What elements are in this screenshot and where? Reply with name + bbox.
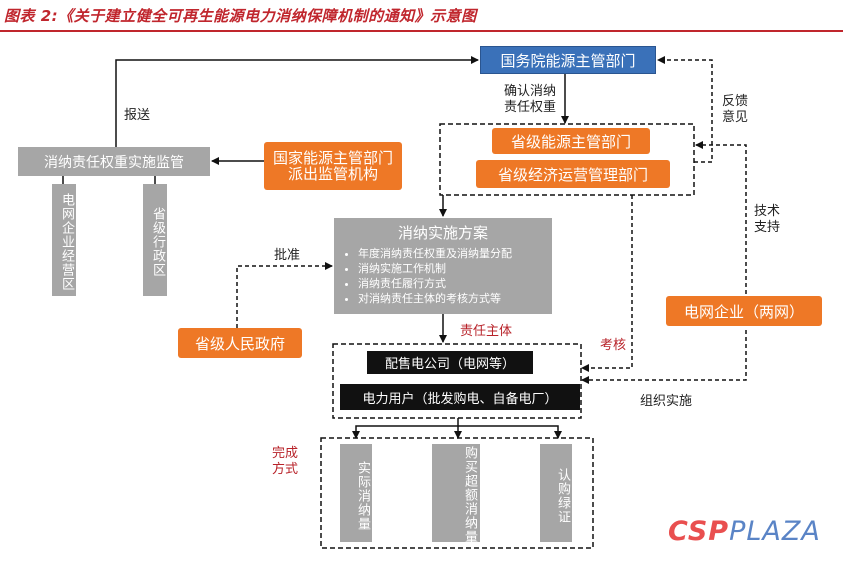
node-provincial-gov: 省级人民政府: [178, 328, 302, 358]
entities-group-border: [332, 343, 582, 419]
node-implementation-plan: 消纳实施方案 年度消纳责任权重及消纳量分配 消纳实施工作机制 消纳责任履行方式 …: [334, 218, 552, 314]
label-responsible: 责任主体: [460, 324, 513, 339]
node-grid-company: 电网企业（两网）: [666, 296, 822, 326]
node-provincial-economic: 省级经济运营管理部门: [476, 160, 670, 188]
label-feedback: 反馈意见: [721, 94, 748, 125]
node-power-users: 电力用户（批发购电、自备电厂）: [340, 384, 580, 410]
node-national-dispatch: 国家能源主管部门派出监管机构: [264, 142, 402, 190]
method-excess: 购买超额消纳量: [432, 444, 480, 544]
label-approve: 批准: [274, 248, 301, 263]
provincial-group-border: [439, 123, 695, 196]
label-tech-support: 技术支持: [753, 204, 780, 235]
logo-part2: PLAZA: [729, 516, 821, 547]
arrow-feedback: [657, 56, 713, 163]
csp-plaza-logo: CSPPLAZA: [668, 516, 821, 547]
plan-item: 消纳责任履行方式: [358, 276, 546, 291]
node-state-council: 国务院能源主管部门: [480, 46, 656, 74]
node-admin-area: 省级行政区: [143, 184, 167, 296]
node-monitoring: 消纳责任权重实施监管: [18, 147, 210, 176]
arrow-assess: [581, 195, 633, 372]
arrow-approve: [236, 262, 333, 328]
node-grid-area: 电网企业经营区: [52, 184, 76, 296]
figure-title: 图表 2:《关于建立健全可再生能源电力消纳保障机制的通知》示意图: [4, 7, 477, 25]
plan-item: 消纳实施工作机制: [358, 261, 546, 276]
plan-item: 对消纳责任主体的考核方式等: [358, 291, 546, 306]
method-green-cert: 认购绿证: [540, 444, 572, 542]
label-report: 报送: [124, 108, 151, 123]
node-sales-company: 配售电公司（电网等）: [367, 351, 533, 374]
arrow-report: [115, 56, 479, 147]
arrow-organize: [581, 330, 747, 384]
label-assess: 考核: [600, 338, 627, 353]
plan-item: 年度消纳责任权重及消纳量分配: [358, 246, 546, 261]
label-confirm: 确认消纳责任权重: [503, 84, 556, 115]
plan-title: 消纳实施方案: [397, 224, 488, 242]
arrow-entities-methods: [352, 418, 459, 439]
arrow-tech-support: [695, 141, 747, 294]
figure-header: 图表 2:《关于建立健全可再生能源电力消纳保障机制的通知》示意图: [0, 0, 843, 32]
method-actual: 实际消纳量: [340, 444, 372, 542]
label-organize: 组织实施: [640, 394, 693, 409]
node-provincial-energy: 省级能源主管部门: [492, 128, 650, 154]
plan-items: 年度消纳责任权重及消纳量分配 消纳实施工作机制 消纳责任履行方式 对消纳责任主体…: [340, 246, 546, 306]
label-completion: 完成方式: [271, 446, 298, 477]
logo-part1: CSP: [668, 516, 730, 547]
methods-group-border: [320, 437, 594, 549]
arrow-entities-cert: [458, 425, 562, 439]
